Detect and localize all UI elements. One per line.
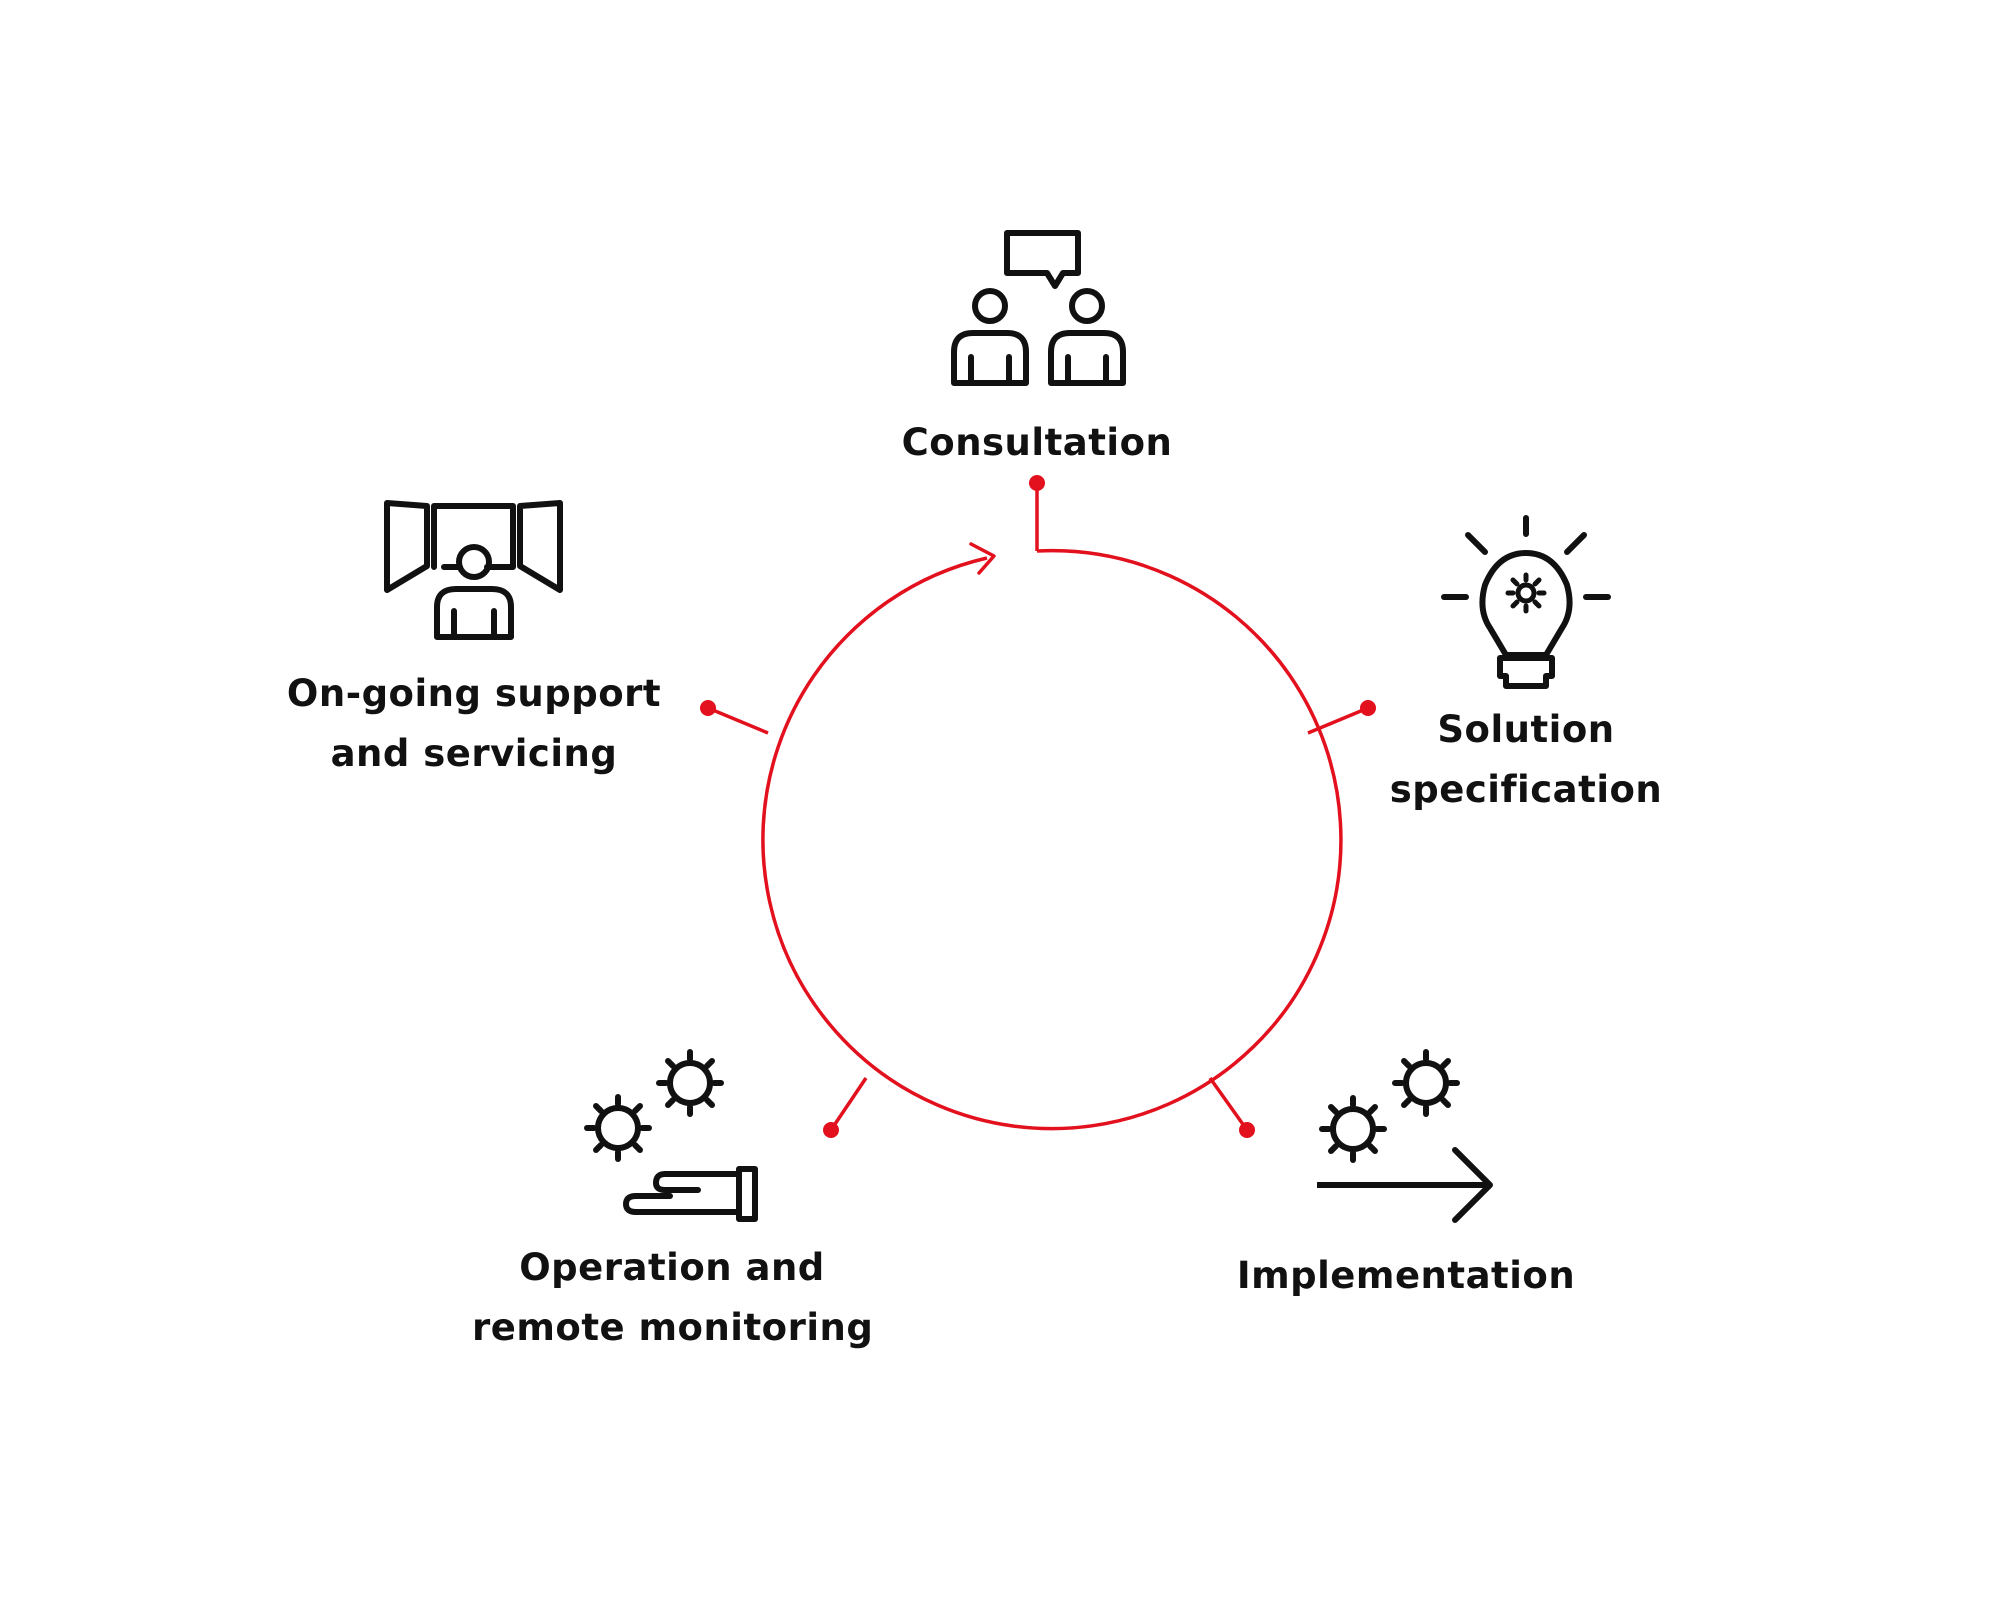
step-label-line: remote monitoring — [472, 1306, 874, 1349]
gears-arrow-icon — [1317, 1049, 1493, 1223]
step-label-line: On-going support — [286, 672, 662, 715]
step-label-support: On-going support and servicing — [279, 664, 669, 784]
people-chat-icon — [951, 230, 1126, 386]
step-label-line: Solution — [1437, 708, 1615, 751]
lightbulb-gear-icon — [1441, 515, 1611, 689]
step-label-line: specification — [1389, 768, 1663, 811]
cycle-ring — [761, 548, 1343, 1131]
step-label-line: and servicing — [330, 732, 618, 775]
gears-hand-icon — [584, 1049, 758, 1222]
step-label-implementation: Implementation — [1216, 1246, 1596, 1306]
connector-consultation — [1029, 475, 1045, 551]
step-label-line: Consultation — [901, 421, 1173, 464]
step-label-consultation: Consultation — [877, 413, 1197, 473]
step-label-solution-specification: Solution specification — [1366, 700, 1686, 820]
connector-operation — [823, 1077, 868, 1138]
step-label-operation: Operation and remote monitoring — [472, 1238, 874, 1358]
cycle-arrowhead — [969, 542, 996, 575]
person-screens-icon — [384, 500, 563, 640]
connector-implementation — [1208, 1076, 1255, 1138]
step-label-line: Operation and — [519, 1246, 825, 1289]
connector-support — [700, 700, 769, 735]
step-label-line: Implementation — [1236, 1254, 1576, 1297]
connector-solution-specification — [1307, 700, 1376, 735]
